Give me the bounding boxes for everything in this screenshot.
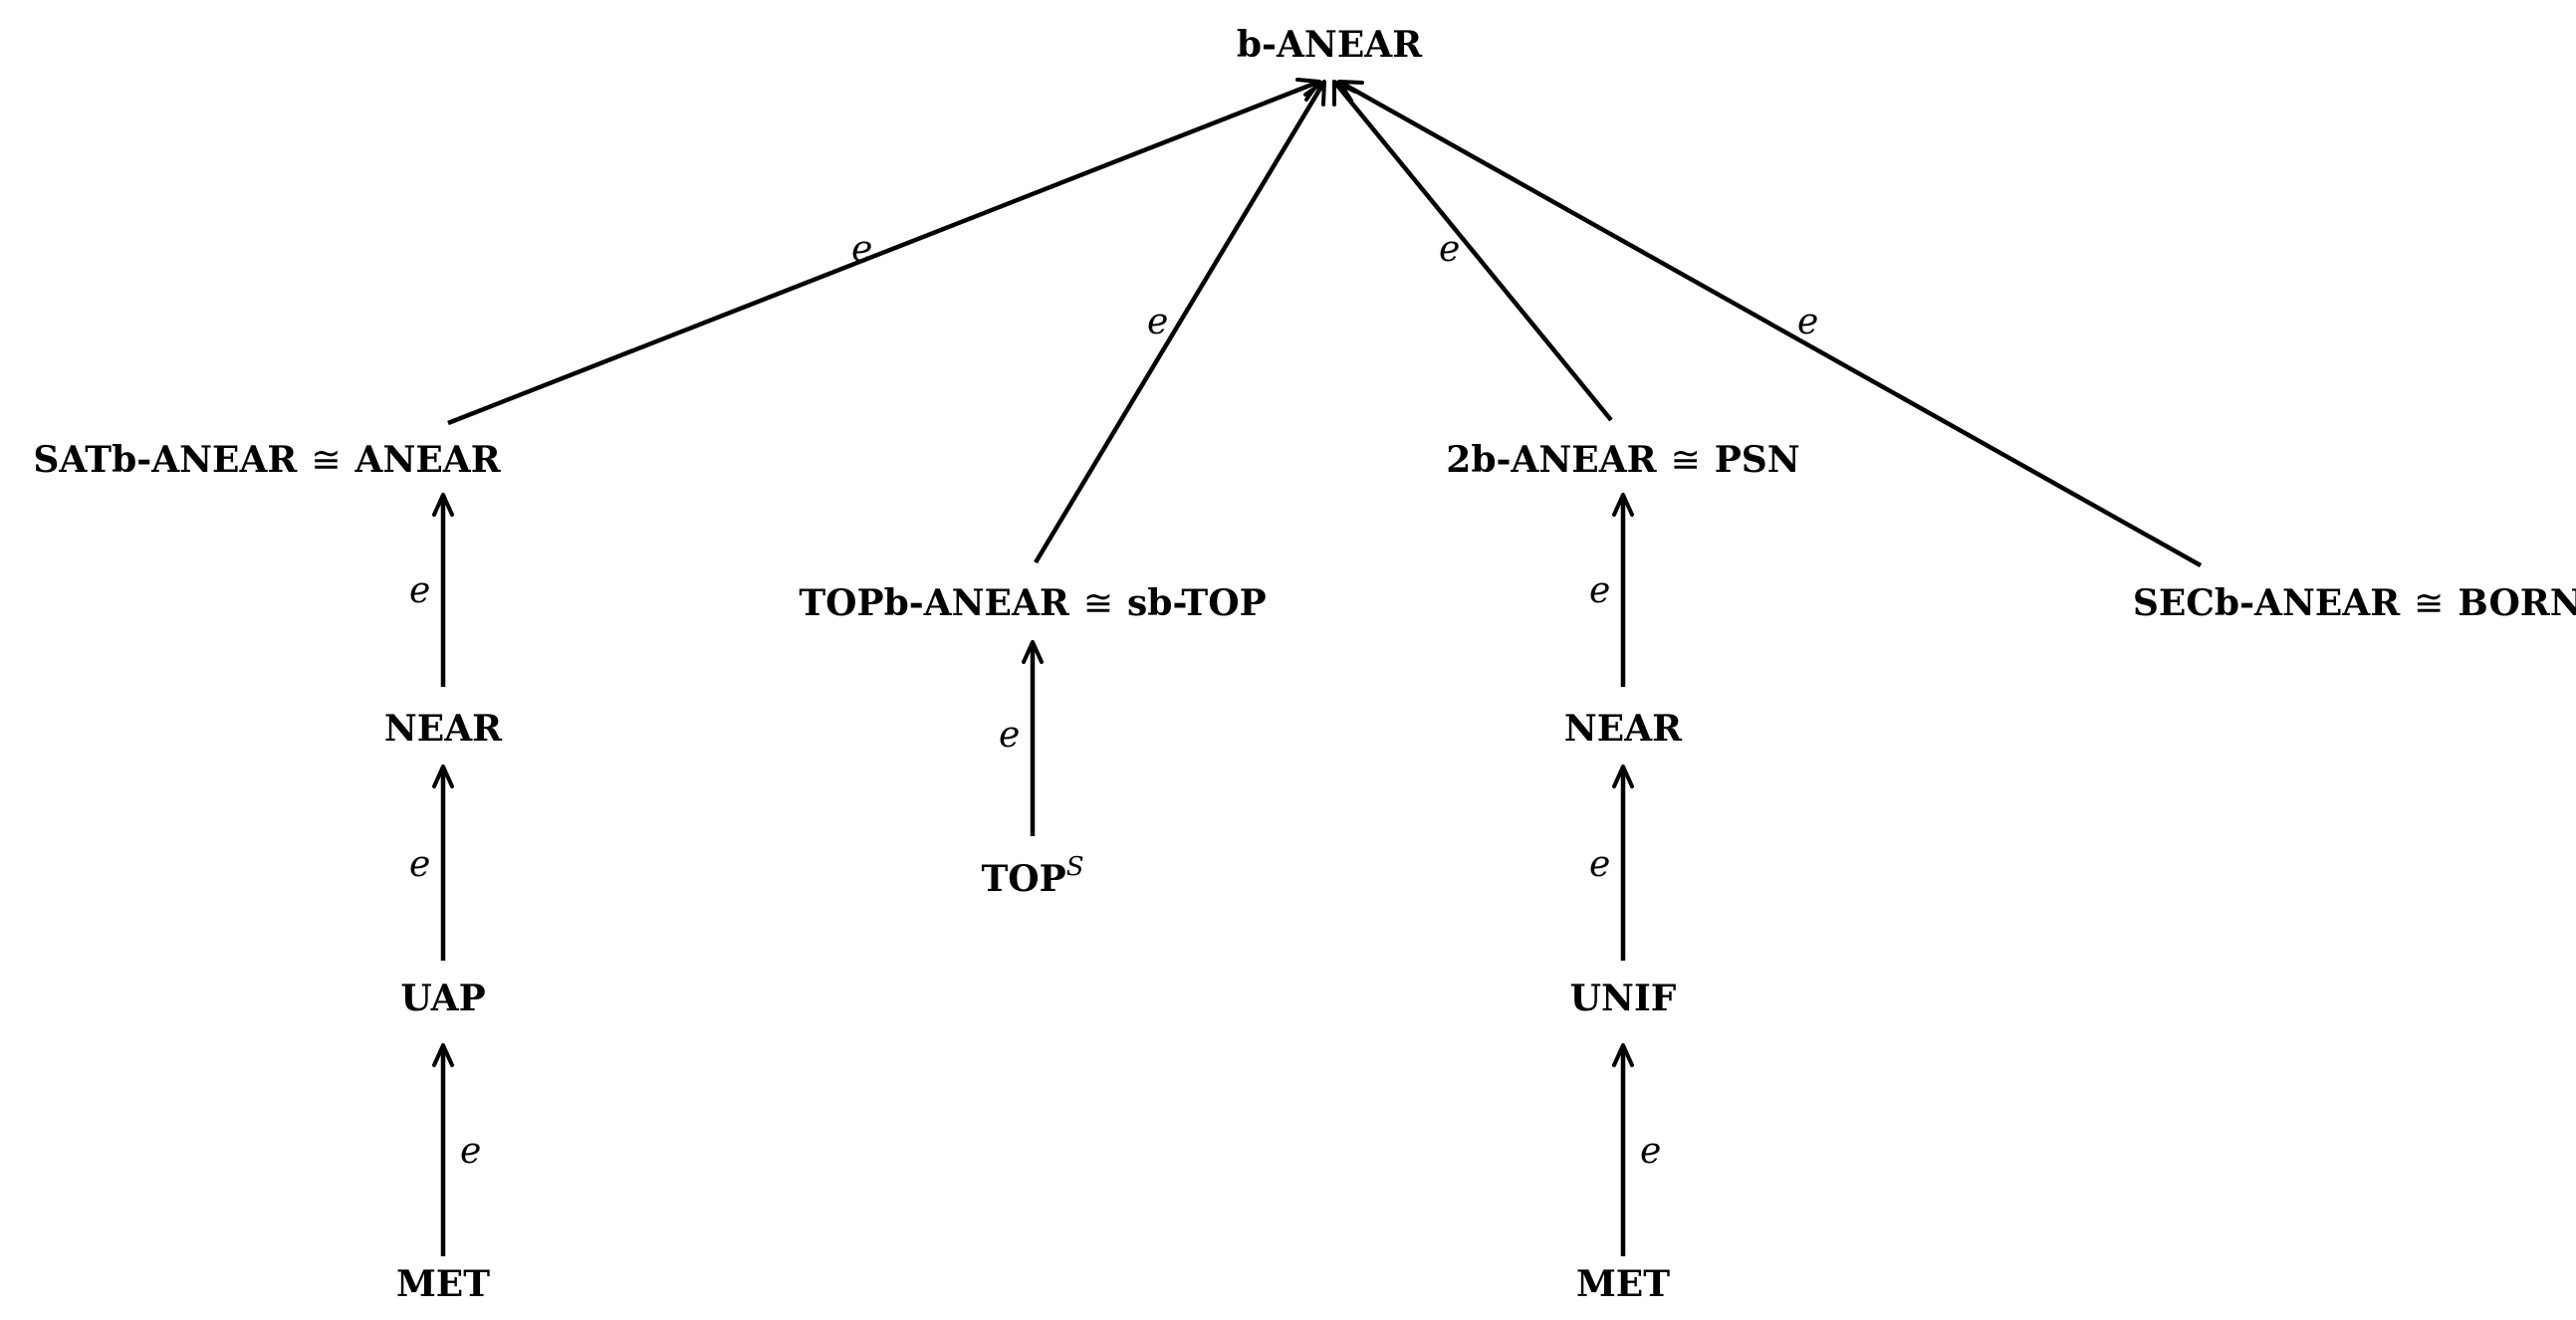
- psn-label: PSN: [1715, 439, 1800, 481]
- arrowhead-icon: [1022, 640, 1044, 664]
- arrowhead-icon: [1612, 493, 1634, 517]
- edge-topb-anear-to-b-anear: [1034, 80, 1326, 564]
- edge-label: e: [460, 1131, 481, 1172]
- secb-anear-label: SECb-ANEAR: [2133, 582, 2401, 624]
- congruence-symbol: ≅: [311, 440, 341, 481]
- congruence-symbol: ≅: [2414, 583, 2444, 624]
- nodes: b-ANEAR SATb-ANEAR ≅ ANEAR NEAR UAP MET TO…: [33, 24, 2576, 1305]
- edge-label: e: [851, 229, 872, 270]
- edge-satb-anear-to-b-anear: [447, 79, 1320, 426]
- edge-label: e: [999, 715, 1020, 756]
- congruence-symbol: ≅: [1083, 583, 1113, 624]
- node-satb-anear-cong-anear: SATb-ANEAR ≅ ANEAR: [33, 439, 501, 481]
- arrowhead-icon: [432, 493, 454, 517]
- node-top-s: TOPS: [981, 852, 1083, 900]
- edge-secb-anear-to-b-anear: [1337, 80, 2203, 567]
- edge-label: e: [1640, 1131, 1661, 1172]
- anear-label: ANEAR: [354, 439, 502, 481]
- edge-label: e: [1589, 844, 1610, 885]
- edge-label: e: [409, 844, 430, 885]
- sb-top-label: sb-TOP: [1127, 582, 1267, 624]
- edge-label: e: [1147, 302, 1168, 342]
- node-met-right: MET: [1576, 1263, 1670, 1305]
- arrowhead-icon: [1337, 80, 1364, 103]
- edges: [432, 78, 2203, 1256]
- topb-anear-label: TOPb-ANEAR: [799, 582, 1070, 624]
- arrowhead-icon: [432, 1043, 454, 1067]
- arrowhead-icon: [432, 765, 454, 788]
- congruence-symbol: ≅: [1671, 440, 1701, 481]
- arrowhead-icon: [1612, 1043, 1634, 1067]
- node-met-left: MET: [396, 1263, 490, 1305]
- node-near-left: NEAR: [384, 708, 503, 750]
- node-b-anear: b-ANEAR: [1237, 24, 1423, 66]
- node-near-right: NEAR: [1564, 708, 1683, 750]
- node-topb-anear-cong-sb-top: TOPb-ANEAR ≅ sb-TOP: [799, 582, 1266, 624]
- node-unif: UNIF: [1570, 978, 1677, 1019]
- edge-label: e: [1589, 570, 1610, 611]
- top-superscript: S: [1066, 852, 1084, 882]
- 2b-anear-label: 2b-ANEAR: [1446, 439, 1657, 481]
- edge-label: e: [409, 570, 430, 611]
- edge-labels: e e e e e e e e e e e: [409, 229, 1818, 1172]
- top-label: TOP: [981, 858, 1065, 900]
- edge-label: e: [1797, 302, 1818, 342]
- edge-label: e: [1439, 229, 1460, 270]
- born-label: BORN: [2458, 582, 2576, 624]
- arrowhead-icon: [1295, 78, 1321, 102]
- arrowhead-icon: [1612, 765, 1634, 788]
- node-2b-anear-cong-psn: 2b-ANEAR ≅ PSN: [1446, 439, 1799, 481]
- arrowhead-icon: [1303, 80, 1326, 107]
- satb-anear-label: SATb-ANEAR: [33, 439, 298, 481]
- node-secb-anear-cong-born2: SECb-ANEAR≅BORN2: [2133, 576, 2576, 624]
- node-uap: UAP: [400, 978, 485, 1019]
- edge-2b-anear-to-b-anear: [1332, 80, 1613, 422]
